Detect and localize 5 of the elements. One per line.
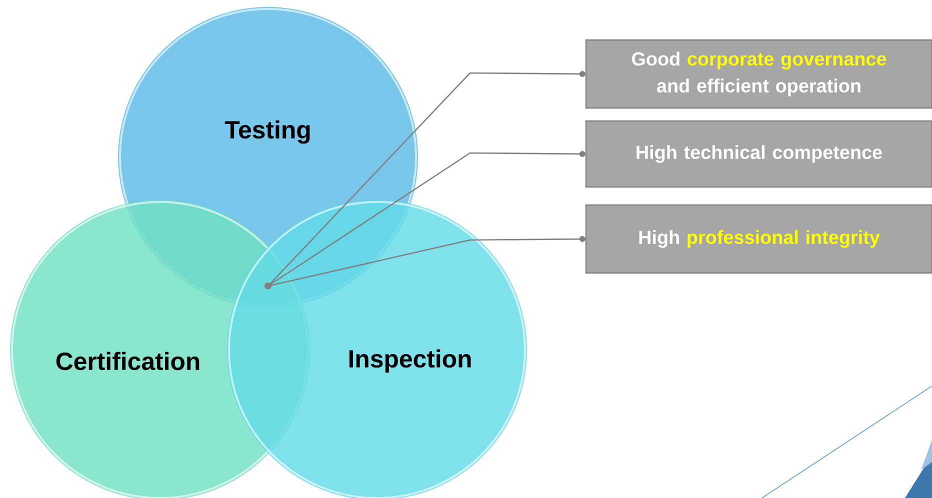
text-box: High professional integrity [585, 204, 932, 274]
text-box: Good corporate governance and efficient operation [585, 39, 932, 109]
leader-line [268, 70, 586, 286]
connector-dot [264, 282, 272, 290]
text-box: High technical competence [585, 120, 932, 188]
